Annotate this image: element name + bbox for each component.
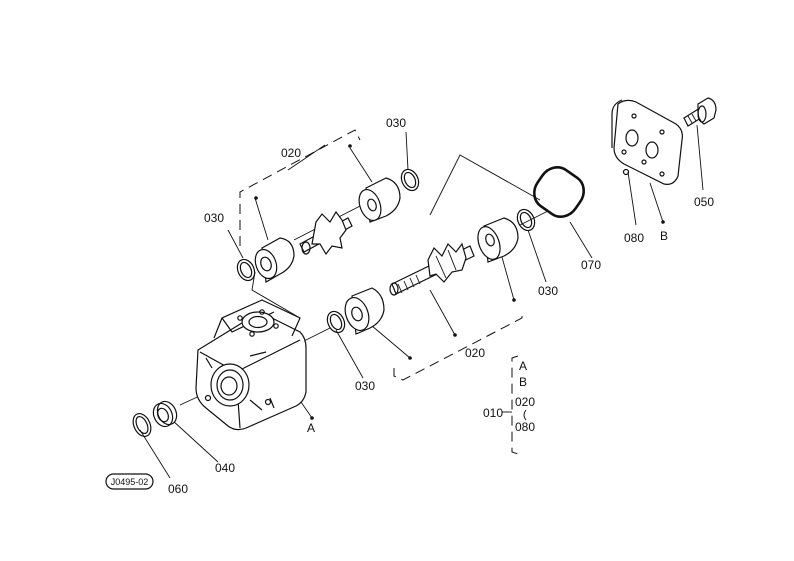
label-ref-a-legend: A [519, 359, 527, 373]
o-ring-070 [532, 166, 586, 218]
bolt-050 [683, 97, 717, 127]
label-020-legend: 020 [515, 395, 535, 409]
legend-bracket [502, 355, 527, 455]
label-040: 040 [215, 461, 235, 475]
leader-lines [139, 124, 704, 479]
label-080-legend: 080 [515, 420, 535, 434]
label-020-lower: 020 [465, 346, 485, 360]
label-080-cover: 080 [624, 231, 644, 245]
label-030-upper-left: 030 [204, 211, 224, 225]
snap-ring-060 [132, 413, 152, 437]
leader-dots [254, 144, 665, 420]
label-070: 070 [581, 258, 601, 272]
label-030-lower-right: 030 [538, 284, 558, 298]
part-labels: 030 020 030 070 030 020 030 A 040 060 05… [168, 116, 714, 496]
label-ref-b-cover: B [660, 229, 668, 243]
upper-gear-group [236, 168, 420, 283]
lower-gear-group-bracket [393, 310, 523, 381]
label-050: 050 [694, 195, 714, 209]
label-030-lower-left: 030 [355, 379, 375, 393]
pump-housing [195, 299, 307, 431]
oil-seal-040 [152, 400, 178, 428]
cover-plate [611, 99, 683, 185]
label-010: 010 [483, 406, 503, 420]
upper-gear-group-bracket [239, 129, 361, 246]
label-ref-a-housing: A [307, 421, 315, 435]
drawing-code: J0495-02 [111, 477, 149, 487]
drawing-code-badge: J0495-02 [105, 473, 154, 490]
label-ref-b-legend: B [519, 375, 527, 389]
label-060: 060 [168, 482, 188, 496]
label-030-upper-right: 030 [386, 116, 406, 130]
label-020-upper: 020 [281, 146, 301, 160]
lower-gear-group [326, 208, 536, 335]
